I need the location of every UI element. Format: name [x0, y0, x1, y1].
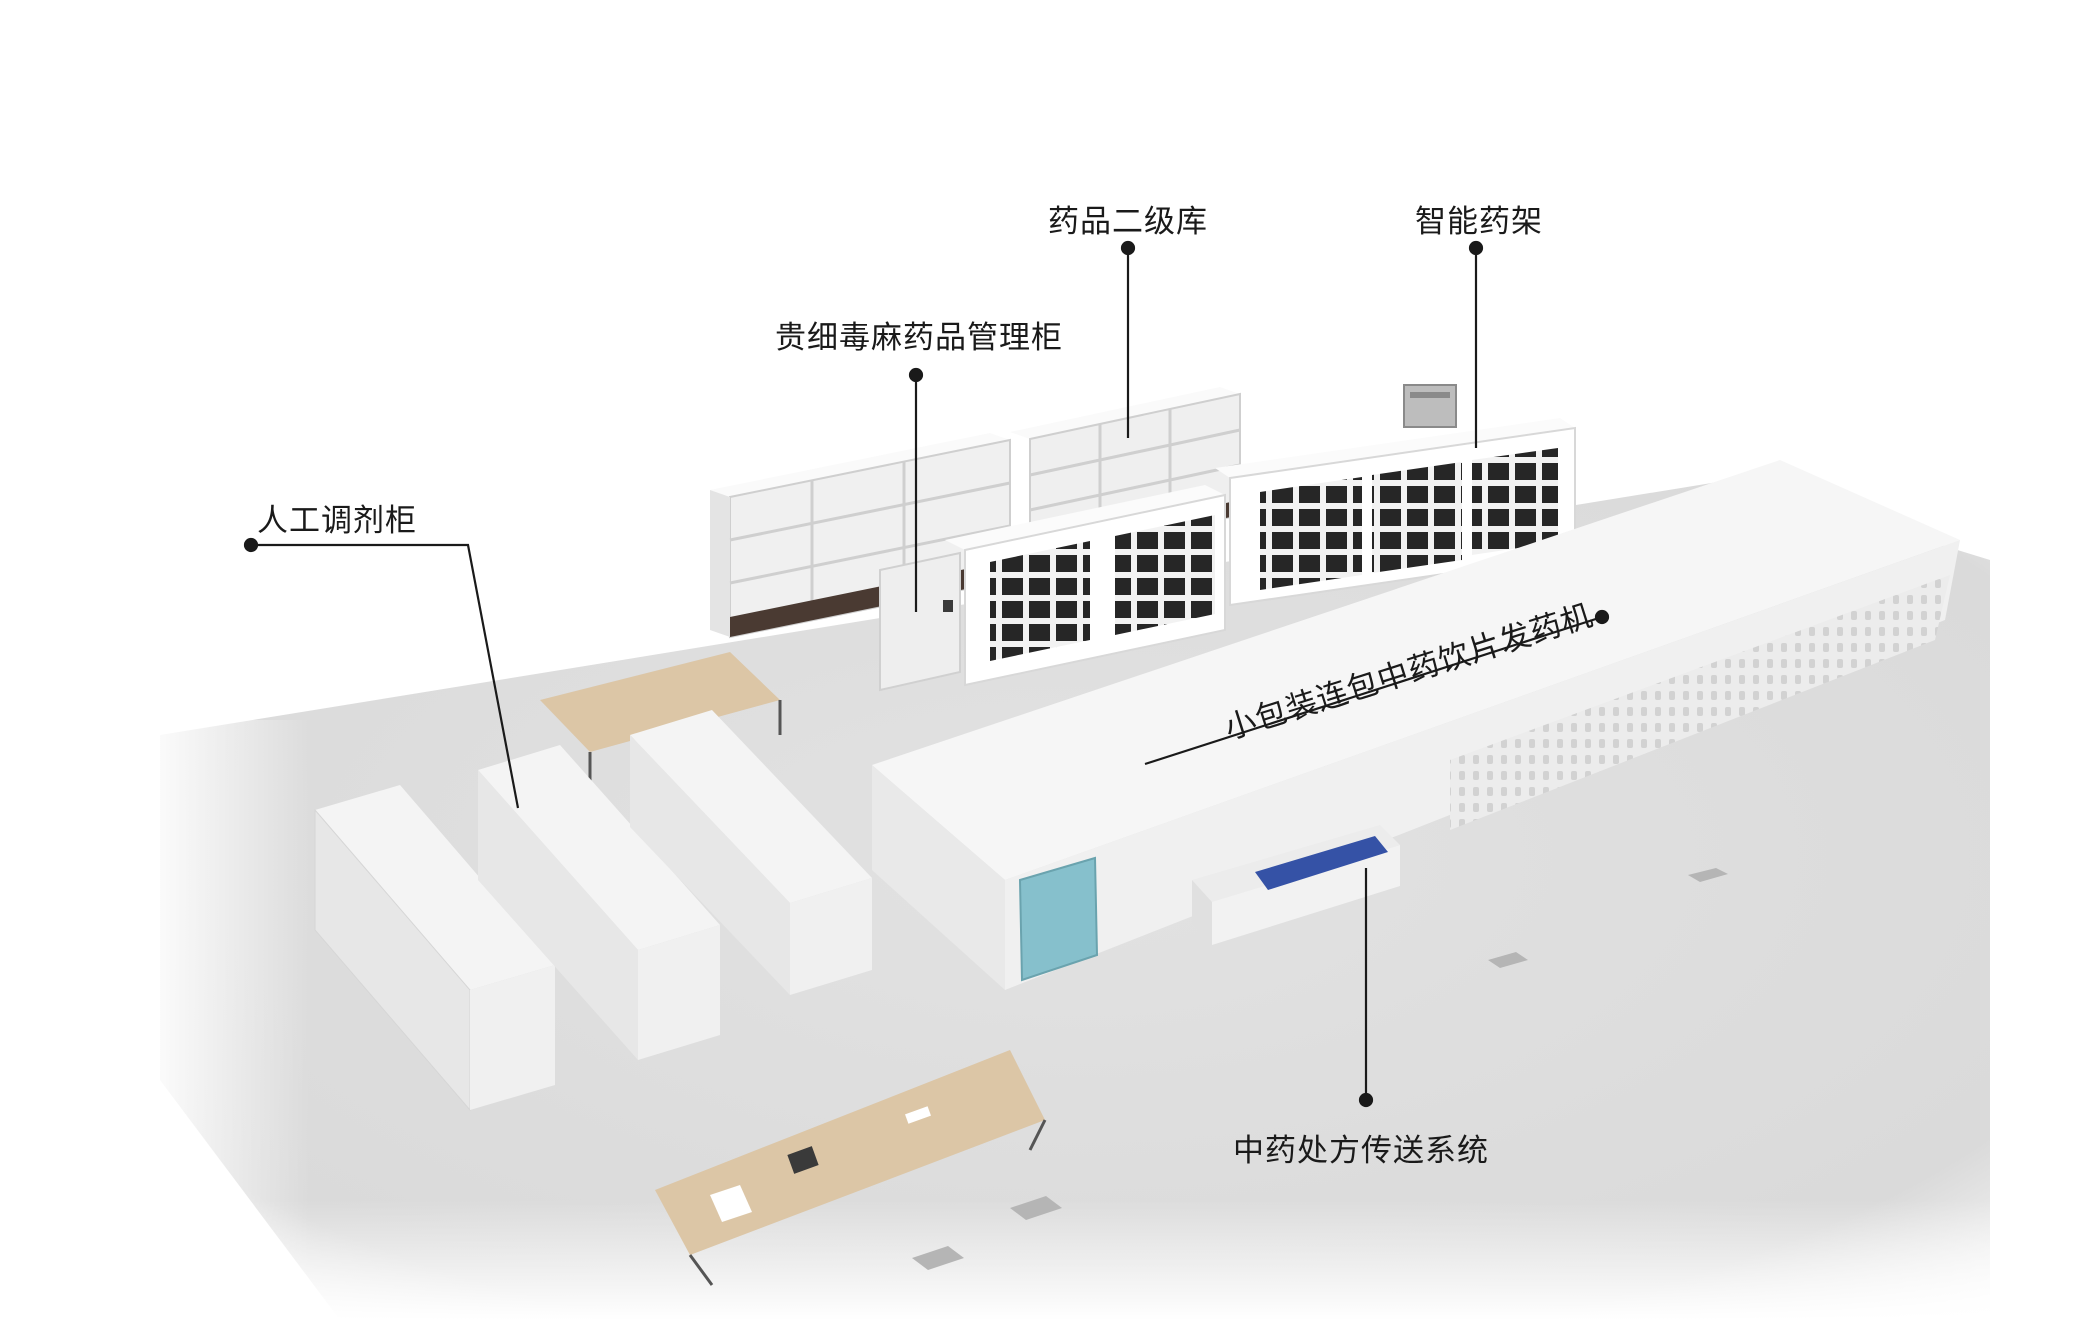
callout-secondary-warehouse: [1120, 240, 1136, 438]
callout-conveyor-system: [1358, 868, 1374, 1108]
label-manual-cabinet: 人工调剂柜: [257, 503, 417, 539]
callout-controlled-cabinet: [908, 367, 924, 612]
prescription-conveyor: [1192, 825, 1400, 945]
callout-dispensing-machine: [1144, 609, 1610, 766]
label-conveyor-system: 中药处方传送系统: [1233, 1133, 1489, 1169]
label-secondary-warehouse: 药品二级库: [1048, 204, 1208, 240]
label-controlled-cabinet: 贵细毒麻药品管理柜: [775, 320, 1063, 356]
work-table: [655, 1050, 1047, 1286]
label-smart-shelf: 智能药架: [1415, 204, 1543, 240]
callout-smart-shelf: [1468, 240, 1484, 448]
controlled-drug-cabinet: [879, 485, 1226, 692]
floor-vents: [912, 868, 1728, 1270]
manual-dispensing-cabinet: [314, 652, 872, 1112]
callout-manual-cabinet: [243, 537, 520, 809]
callout-lines: [243, 240, 1610, 1108]
